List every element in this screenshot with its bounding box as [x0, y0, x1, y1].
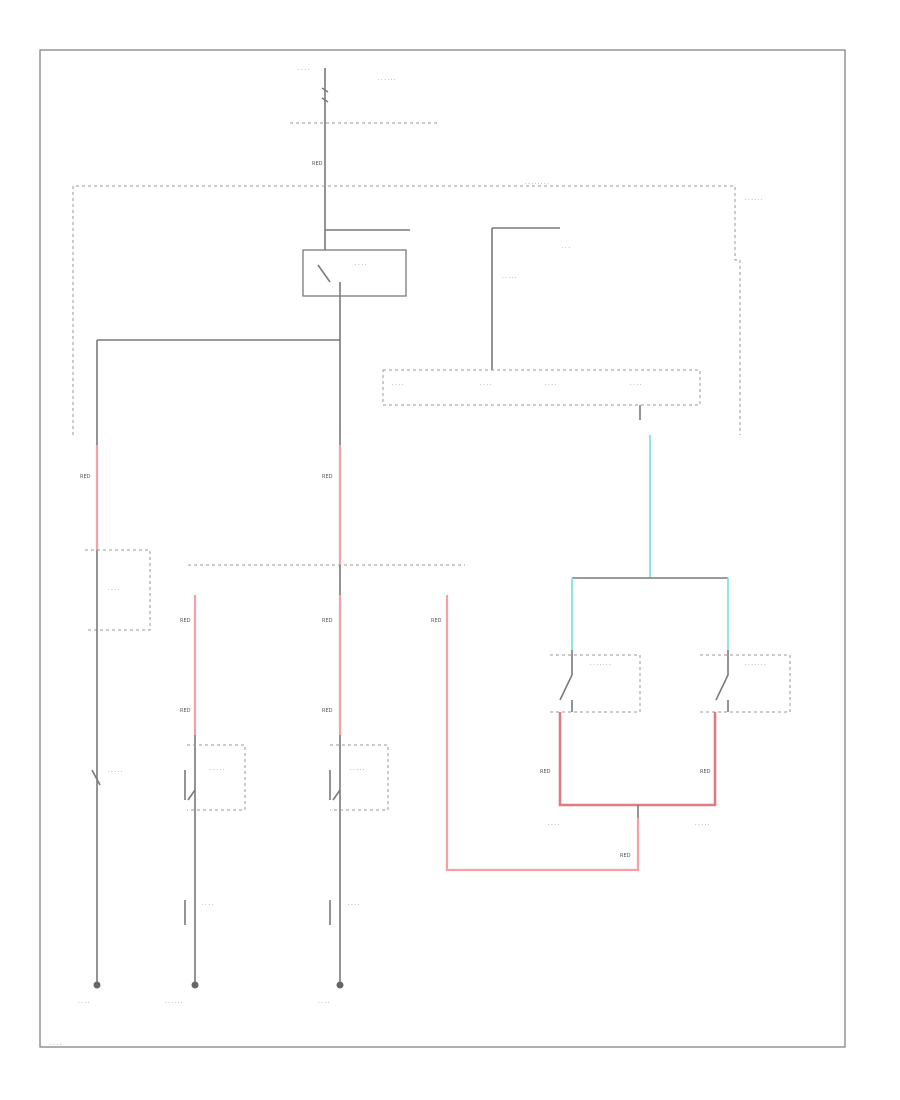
loop-red-wire — [445, 595, 640, 872]
ground-center-left-caption: . . . . . . — [165, 999, 183, 1005]
relay-switch — [317, 264, 341, 296]
sensor-caption: . . . . . — [502, 274, 517, 280]
ground-left-caption: . . . . — [78, 999, 90, 1005]
module-dashed-box — [382, 369, 701, 406]
footer-caption: . . . . — [50, 1041, 62, 1047]
left-component-caption: . . . . — [108, 586, 120, 592]
top-fuse-hatch — [321, 87, 329, 103]
ground-center-left — [191, 981, 199, 989]
sensor-feed — [491, 227, 560, 370]
right-right-bottom-caption: . . . . . — [695, 821, 710, 827]
left-door-switch-caption: . . . . . — [108, 768, 123, 774]
center-switch-box — [330, 744, 389, 811]
red-label-center: RED — [322, 474, 333, 480]
right-left-bottom-caption: . . . . — [548, 821, 560, 827]
red-label-lower-center: RED — [322, 708, 333, 714]
right-right-switch-caption: . . . . . . . — [745, 661, 766, 667]
left-door-switch — [91, 769, 101, 786]
center-lock-caption: . . . . — [348, 901, 360, 907]
relay-caption: . . . . — [355, 261, 367, 267]
red-label-top: RED — [312, 161, 323, 167]
left-switch-box — [187, 744, 246, 811]
red-label-right-b: RED — [700, 769, 711, 775]
module-terminal-4: . . . . — [630, 381, 642, 387]
diagram-frame — [39, 49, 846, 1048]
center-switch-contact — [329, 770, 341, 801]
module-terminal-1: . . . . — [392, 381, 404, 387]
compartment-caption: . . . . . . . . — [525, 180, 549, 186]
red-label-switch-left: RED — [180, 618, 191, 624]
relay-box — [302, 249, 407, 297]
red-label-bottom: RED — [620, 853, 631, 859]
red-label-loop: RED — [431, 618, 442, 624]
sensor-caption-2: . . . — [562, 244, 570, 250]
ground-left — [93, 981, 101, 989]
ground-center-caption: . . . . — [318, 999, 330, 1005]
left-lock-caption: . . . . — [202, 901, 214, 907]
left-switch-caption: . . . . . — [210, 766, 225, 772]
right-right-switch — [715, 650, 729, 712]
ground-center — [336, 981, 344, 989]
right-right-switch-box — [700, 654, 791, 713]
left-component-box — [85, 549, 151, 631]
fuse-block-caption: . . . . . . — [378, 76, 396, 82]
module-terminal-3: . . . . — [545, 381, 557, 387]
left-switch-contact — [184, 770, 196, 801]
right-left-switch-box — [550, 654, 641, 713]
module-terminal-2: . . . . — [480, 381, 492, 387]
right-left-switch — [559, 650, 573, 712]
right-left-red-wire — [558, 712, 717, 807]
compartment-dashed-outline — [72, 185, 741, 435]
right-left-switch-caption: . . . . . . . — [590, 661, 611, 667]
red-label-lower-left: RED — [180, 708, 191, 714]
top-fuse-label: . . . . — [298, 66, 310, 72]
module-caption: . . . . . . — [745, 196, 763, 202]
red-label-switch-center: RED — [322, 618, 333, 624]
center-switch-caption: . . . . . — [350, 766, 365, 772]
red-label-left: RED — [80, 474, 91, 480]
red-label-right-a: RED — [540, 769, 551, 775]
